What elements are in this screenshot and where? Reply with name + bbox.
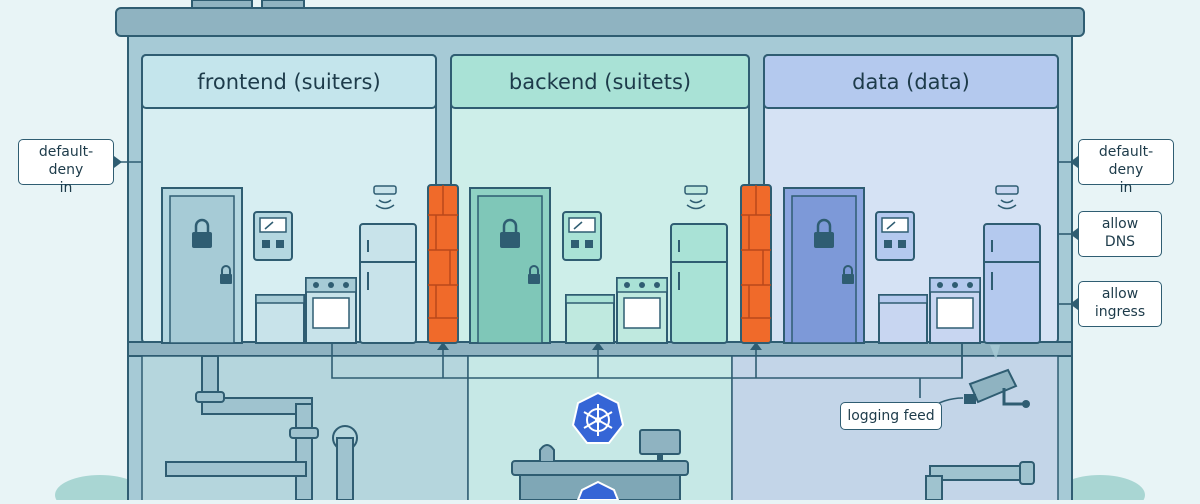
room-backend-header <box>450 54 750 109</box>
data-door <box>783 187 865 344</box>
frontend-fridge <box>359 223 417 344</box>
backend-dishwasher <box>565 294 615 344</box>
basement-pipes <box>165 355 1035 501</box>
arrow-heads <box>437 342 762 350</box>
room-title-data: data (data) <box>852 70 970 94</box>
camera-icon <box>964 345 1030 408</box>
callout-pointers <box>114 156 1078 310</box>
data-stove <box>929 277 981 344</box>
data-smoke-detector <box>995 185 1019 210</box>
backend-smoke-detector <box>684 185 708 210</box>
firewall-backend-data <box>740 184 772 344</box>
room-title-frontend: frontend (suiters) <box>197 70 381 94</box>
room-frontend-header <box>141 54 437 109</box>
room-data-header <box>763 54 1059 109</box>
frontend-smoke-detector <box>373 185 397 210</box>
room-title-backend: backend (suitets) <box>508 70 692 94</box>
policy-default-deny-left: default-deny in <box>18 139 114 196</box>
callout-connectors <box>114 161 1071 305</box>
chimney-right <box>261 0 305 9</box>
data-thermostat <box>875 211 915 261</box>
firewall-frontend-backend <box>427 184 459 344</box>
kubernetes-icon <box>571 391 625 444</box>
backend-stove <box>616 277 668 344</box>
bush-right <box>1055 475 1145 504</box>
frontend-stove <box>305 277 357 344</box>
backend-door <box>469 187 551 344</box>
data-dishwasher <box>878 294 928 344</box>
policy-allow-ingress: allow ingress <box>1078 281 1162 327</box>
backend-fridge <box>670 223 728 344</box>
roof-beam <box>115 7 1085 37</box>
frontend-door <box>161 187 243 344</box>
backend-thermostat <box>562 211 602 261</box>
frontend-dishwasher <box>255 294 305 344</box>
chimney-left <box>191 0 253 9</box>
policy-default-deny-right: default-deny in <box>1078 139 1174 196</box>
data-fridge <box>983 223 1041 344</box>
logging-feed-label: logging feed <box>840 402 942 430</box>
frontend-thermostat <box>253 211 293 261</box>
policy-allow-dns: allow DNS <box>1078 211 1162 257</box>
bush-left <box>55 475 145 504</box>
